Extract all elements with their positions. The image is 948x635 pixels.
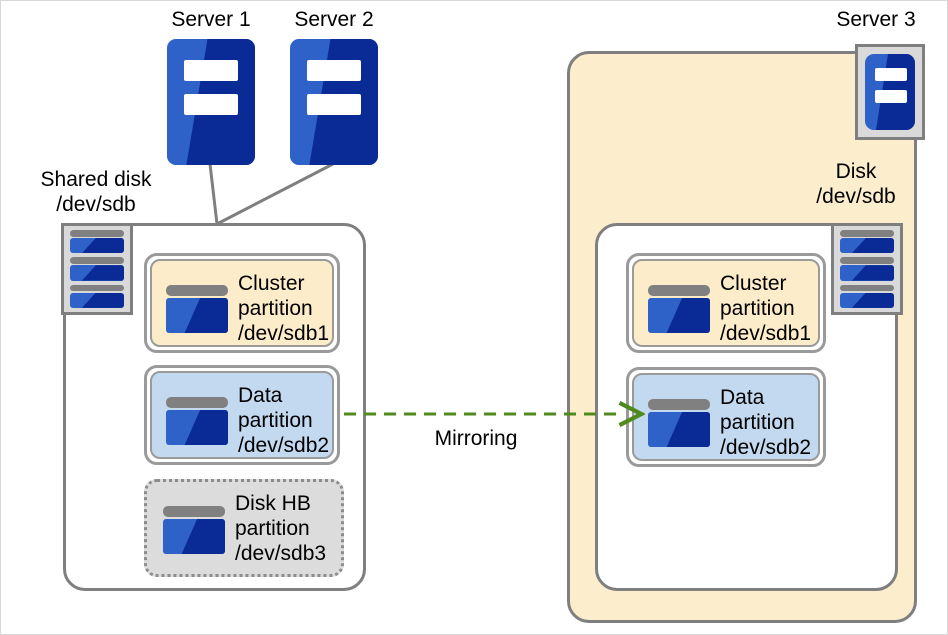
disk-platter-1 <box>839 230 895 254</box>
server3-data-partition-box: Data partition /dev/sdb2 <box>626 367 826 467</box>
server3-label: Server 3 <box>836 8 916 31</box>
server1-icon <box>167 39 255 165</box>
shared-data-partition-line1: Data <box>238 384 283 407</box>
server3-data-partition-line2: partition <box>720 411 795 434</box>
server1-to-shared-disk-line <box>208 163 219 225</box>
shared-disk-stack-icon <box>61 223 133 315</box>
server2-icon <box>290 39 378 165</box>
shared-cluster-partition-line3: /dev/sdb1 <box>238 322 330 345</box>
server3-disk-label-line1: Disk <box>835 160 877 183</box>
partition-icon <box>166 397 228 445</box>
server3-cluster-partition-box: Cluster partition /dev/sdb1 <box>626 253 826 353</box>
server3-icon-slot-1 <box>875 68 907 81</box>
server3-cluster-partition-line1: Cluster <box>720 272 787 295</box>
server1-icon-slot-1 <box>184 60 238 81</box>
partition-icon <box>648 399 710 447</box>
partition-icon-cap <box>648 285 710 296</box>
server3-data-partition-inner: Data partition /dev/sdb2 <box>632 373 820 461</box>
disk-platter-1-body <box>69 237 125 254</box>
disk-platter-2-cap <box>839 257 895 264</box>
disk-platter-2-body <box>839 265 895 281</box>
server3-disk-label-line2: /dev/sdb <box>816 185 896 208</box>
server3-icon-slot-2 <box>875 90 907 103</box>
server3-cluster-partition-line2: partition <box>720 297 795 320</box>
server3-data-partition-line3: /dev/sdb2 <box>720 436 812 459</box>
partition-icon <box>166 285 228 333</box>
server1-icon-slot-2 <box>184 94 238 115</box>
server2-icon-slot-2 <box>307 94 361 115</box>
disk-platter-1-body <box>839 237 895 254</box>
server3-disk-stack-icon <box>831 223 903 315</box>
shared-diskhb-partition-line2: partition <box>235 517 310 540</box>
shared-data-partition-inner: Data partition /dev/sdb2 <box>150 371 334 459</box>
shared-diskhb-partition-line3: /dev/sdb3 <box>235 542 327 565</box>
partition-icon-body <box>163 519 225 554</box>
disk-platter-3-cap <box>839 284 895 292</box>
partition-icon-body <box>648 412 710 447</box>
partition-icon-body <box>166 298 228 333</box>
shared-data-partition-box: Data partition /dev/sdb2 <box>144 365 340 465</box>
disk-platter-2-cap <box>69 257 125 264</box>
partition-icon-cap <box>166 285 228 296</box>
partition-icon-cap <box>166 397 228 408</box>
partition-icon-cap <box>648 399 710 410</box>
disk-platter-2 <box>839 257 895 281</box>
shared-cluster-partition-inner: Cluster partition /dev/sdb1 <box>150 259 334 347</box>
partition-icon-cap <box>163 506 225 517</box>
server1-label: Server 1 <box>171 8 251 31</box>
shared-diskhb-partition-box: Disk HB partition /dev/sdb3 <box>144 479 344 577</box>
shared-cluster-partition-line1: Cluster <box>238 272 305 295</box>
server2-to-shared-disk-line <box>216 162 334 226</box>
partition-icon <box>648 285 710 333</box>
server3-cluster-partition-line3: /dev/sdb1 <box>720 322 812 345</box>
disk-platter-3 <box>839 284 895 308</box>
shared-diskhb-partition-inner: Disk HB partition /dev/sdb3 <box>144 479 344 577</box>
partition-icon-body <box>648 298 710 333</box>
disk-platter-3 <box>69 284 125 308</box>
partition-icon <box>163 506 225 554</box>
shared-cluster-partition-line2: partition <box>238 297 313 320</box>
server3-icon-frame <box>855 44 925 140</box>
shared-cluster-partition-box: Cluster partition /dev/sdb1 <box>144 253 340 353</box>
disk-platter-3-cap <box>69 284 125 292</box>
server2-label: Server 2 <box>294 8 374 31</box>
disk-platter-3-body <box>69 292 125 308</box>
shared-disk-label-line2: /dev/sdb <box>56 193 136 216</box>
server3-icon <box>865 54 915 130</box>
server3-data-partition-line1: Data <box>720 386 765 409</box>
shared-data-partition-line3: /dev/sdb2 <box>238 434 330 457</box>
disk-platter-2-body <box>69 265 125 281</box>
shared-disk-label-line1: Shared disk <box>40 168 152 191</box>
disk-platter-1 <box>69 230 125 254</box>
shared-data-partition-line2: partition <box>238 409 313 432</box>
disk-platter-1-cap <box>69 230 125 237</box>
partition-icon-body <box>166 410 228 445</box>
server2-icon-slot-1 <box>307 60 361 81</box>
mirroring-label: Mirroring <box>434 427 518 450</box>
shared-diskhb-partition-line1: Disk HB <box>235 492 311 515</box>
disk-platter-3-body <box>839 292 895 308</box>
disk-platter-2 <box>69 257 125 281</box>
disk-platter-1-cap <box>839 230 895 237</box>
server3-cluster-partition-inner: Cluster partition /dev/sdb1 <box>632 259 820 347</box>
